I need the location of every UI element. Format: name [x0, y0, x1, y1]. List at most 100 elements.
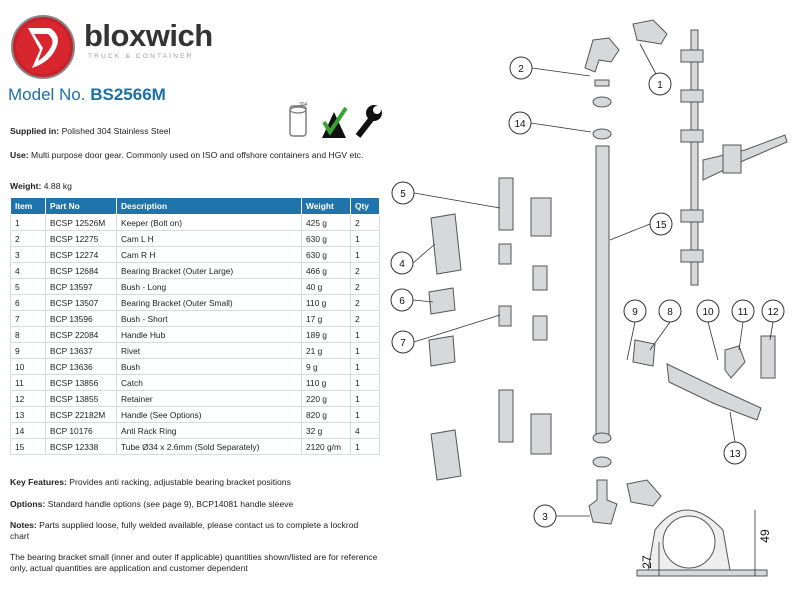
cell-item: 15 [10, 438, 46, 455]
notes-value: Parts supplied loose, fully welded avail… [10, 520, 359, 541]
callout-label-4: 4 [399, 259, 405, 270]
cell-weight: 21 g [301, 342, 351, 359]
cam-bottom-part [588, 479, 618, 525]
cell-qty: 2 [350, 294, 380, 311]
cell-part-no: BCP 13596 [45, 310, 117, 327]
cell-part-no: BCSP 12526M [45, 214, 117, 231]
keeper-part [632, 19, 668, 45]
weight-line: Weight: 4.88 kg [10, 181, 72, 192]
cell-part-no: BCP 13637 [45, 342, 117, 359]
cell-item: 13 [10, 406, 46, 423]
cell-qty: 1 [350, 326, 380, 343]
bearing-bracket-small [428, 287, 456, 315]
assembled-rod [690, 29, 699, 286]
notes-label: Notes: [10, 520, 37, 530]
brand-name: bloxwich [84, 18, 213, 53]
cell-qty: 2 [350, 214, 380, 231]
use-line: Use: Multi purpose door gear. Commonly u… [10, 150, 370, 161]
cell-weight: 630 g [301, 246, 351, 263]
cell-qty: 1 [350, 246, 380, 263]
disclaimer-text: The bearing bracket small (inner and out… [10, 552, 378, 573]
callout-label-12: 12 [767, 307, 779, 318]
cell-description: Anti Rack Ring [116, 422, 302, 439]
cell-part-no: BCSP 12275 [45, 230, 117, 247]
cell-weight: 189 g [301, 326, 351, 343]
cell-description: Handle (See Options) [116, 406, 302, 423]
exploded-diagram: 1 2 3 4 5 6 7 8 9 10 11 12 13 14 15 27 4… [390, 19, 788, 577]
cell-weight: 110 g [301, 374, 351, 391]
callout-label-8: 8 [667, 307, 673, 318]
cell-qty: 2 [350, 278, 380, 295]
cell-item: 2 [10, 230, 46, 247]
options-value: Standard handle options (see page 9), BC… [47, 499, 294, 509]
handle-part [666, 363, 762, 421]
cell-qty: 1 [350, 374, 380, 391]
callout-1 [648, 72, 672, 96]
cell-weight: 9 g [301, 358, 351, 375]
cell-part-no: BCSP 12274 [45, 246, 117, 263]
cell-qty: 1 [350, 230, 380, 247]
header-weight: Weight [301, 197, 351, 215]
cell-description: Bearing Bracket (Outer Small) [116, 294, 302, 311]
cell-item: 12 [10, 390, 46, 407]
callout-label-3: 3 [542, 512, 548, 523]
cell-weight: 220 g [301, 390, 351, 407]
cell-qty: 1 [350, 406, 380, 423]
cell-description: Bush [116, 358, 302, 375]
cell-weight: 32 g [301, 422, 351, 439]
cell-part-no: BCSP 22084 [45, 326, 117, 343]
callout-label-5: 5 [400, 189, 406, 200]
callout-label-6: 6 [399, 296, 405, 307]
model-title: Model No. BS2566M [8, 85, 166, 105]
callout-label-7: 7 [400, 338, 406, 349]
cell-description: Bush - Long [116, 278, 302, 295]
cell-part-no: BCSP 13507 [45, 294, 117, 311]
cell-weight: 425 g [301, 214, 351, 231]
model-prefix: Model No. [8, 85, 86, 104]
handle-hub-part [632, 339, 656, 367]
options-line: Options: Standard handle options (see pa… [10, 499, 293, 510]
svg-text:304: 304 [299, 102, 308, 108]
supplied-value: Polished 304 Stainless Steel [61, 126, 171, 136]
bearing-bracket-large [430, 213, 462, 275]
checkmark-icon [322, 106, 348, 138]
wrench-icon [355, 105, 382, 138]
callout-label-14: 14 [514, 119, 526, 130]
callout-label-11: 11 [738, 307, 749, 318]
cell-part-no: BCP 10176 [45, 422, 117, 439]
table-header-row: Item Part No Description Weight Qty [10, 197, 380, 215]
cell-item: 10 [10, 358, 46, 375]
bloxwich-logo [11, 15, 75, 79]
cell-description: Bearing Bracket (Outer Large) [116, 262, 302, 279]
tube-part [595, 145, 610, 437]
dimension-27: 27 [640, 555, 654, 569]
cell-qty: 1 [350, 342, 380, 359]
cell-item: 11 [10, 374, 46, 391]
cell-item: 5 [10, 278, 46, 295]
cell-weight: 17 g [301, 310, 351, 327]
cell-item: 6 [10, 294, 46, 311]
cell-item: 14 [10, 422, 46, 439]
callout-label-9: 9 [632, 307, 638, 318]
cell-item: 3 [10, 246, 46, 263]
cell-qty: 1 [350, 358, 380, 375]
header-item: Item [10, 197, 46, 215]
grease-pot-icon: 304 [289, 102, 308, 137]
options-label: Options: [10, 499, 46, 509]
dimension-49: 49 [758, 529, 772, 543]
weight-label: Weight: [10, 181, 42, 191]
callout-label-1: 1 [657, 80, 663, 91]
key-features-line: Key Features: Provides anti racking, adj… [10, 477, 291, 488]
cell-description: Bush - Short [116, 310, 302, 327]
model-number: BS2566M [90, 85, 166, 104]
